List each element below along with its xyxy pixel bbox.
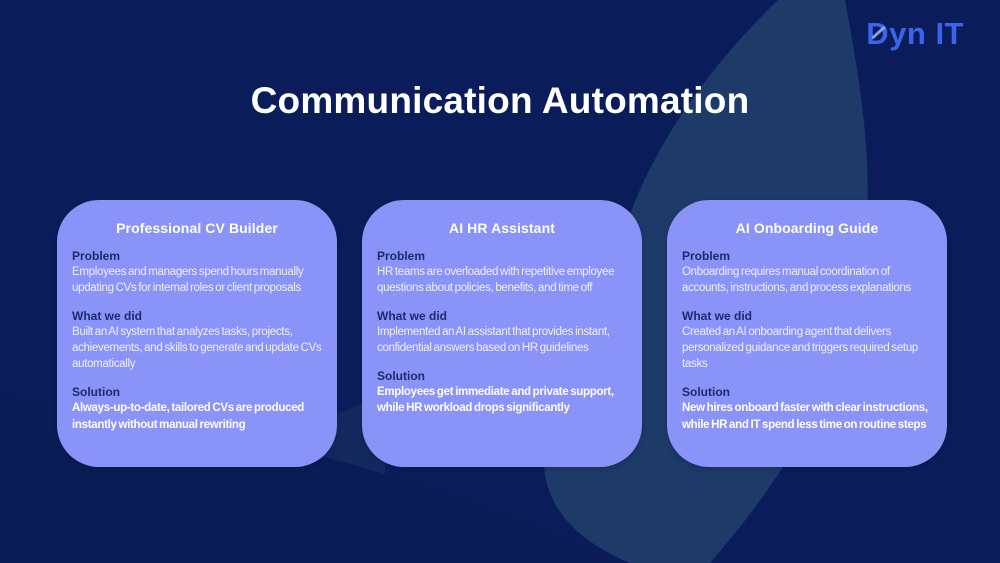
company-logo: Dyn IT — [866, 18, 964, 49]
what-we-did-text: Built an AI system that analyzes tasks, … — [72, 326, 322, 371]
cards-row: Professional CV Builder Problem Employee… — [57, 200, 947, 467]
solution-heading: Solution — [377, 369, 425, 384]
problem-text: Employees and managers spend hours manua… — [72, 266, 304, 295]
card-title: AI HR Assistant — [448, 220, 555, 236]
problem-heading: Problem — [377, 249, 426, 263]
what-we-did-heading: What we did — [72, 309, 142, 324]
problem-text: HR teams are overloaded with repetitive … — [377, 266, 615, 295]
what-we-did-heading: What we did — [682, 309, 752, 324]
card-title: Professional CV Builder — [116, 220, 278, 236]
card-ai-hr-assistant: AI HR Assistant Problem HR teams are ove… — [362, 200, 642, 467]
card-ai-onboarding-guide: AI Onboarding Guide Problem Onboarding r… — [667, 200, 947, 467]
company-logo-text: Dyn IT — [866, 16, 964, 51]
slide-title: Communication Automation — [250, 80, 750, 121]
solution-heading: Solution — [72, 385, 120, 400]
what-we-did-text: Created an AI onboarding agent that deli… — [682, 326, 919, 371]
problem-heading: Problem — [72, 249, 121, 263]
card-professional-cv-builder: Professional CV Builder Problem Employee… — [57, 200, 337, 467]
problem-heading: Problem — [682, 249, 731, 263]
what-we-did-text: Implemented an AI assistant that provide… — [377, 326, 610, 355]
solution-text: New hires onboard faster with clear inst… — [682, 402, 928, 431]
solution-text: Always-up-to-date, tailored CVs are prod… — [72, 402, 305, 431]
solution-heading: Solution — [682, 385, 730, 400]
solution-text: Employees get immediate and private supp… — [377, 386, 614, 415]
problem-text: Onboarding requires manual coordination … — [682, 266, 911, 295]
what-we-did-heading: What we did — [377, 309, 447, 324]
card-title: AI Onboarding Guide — [735, 220, 879, 236]
